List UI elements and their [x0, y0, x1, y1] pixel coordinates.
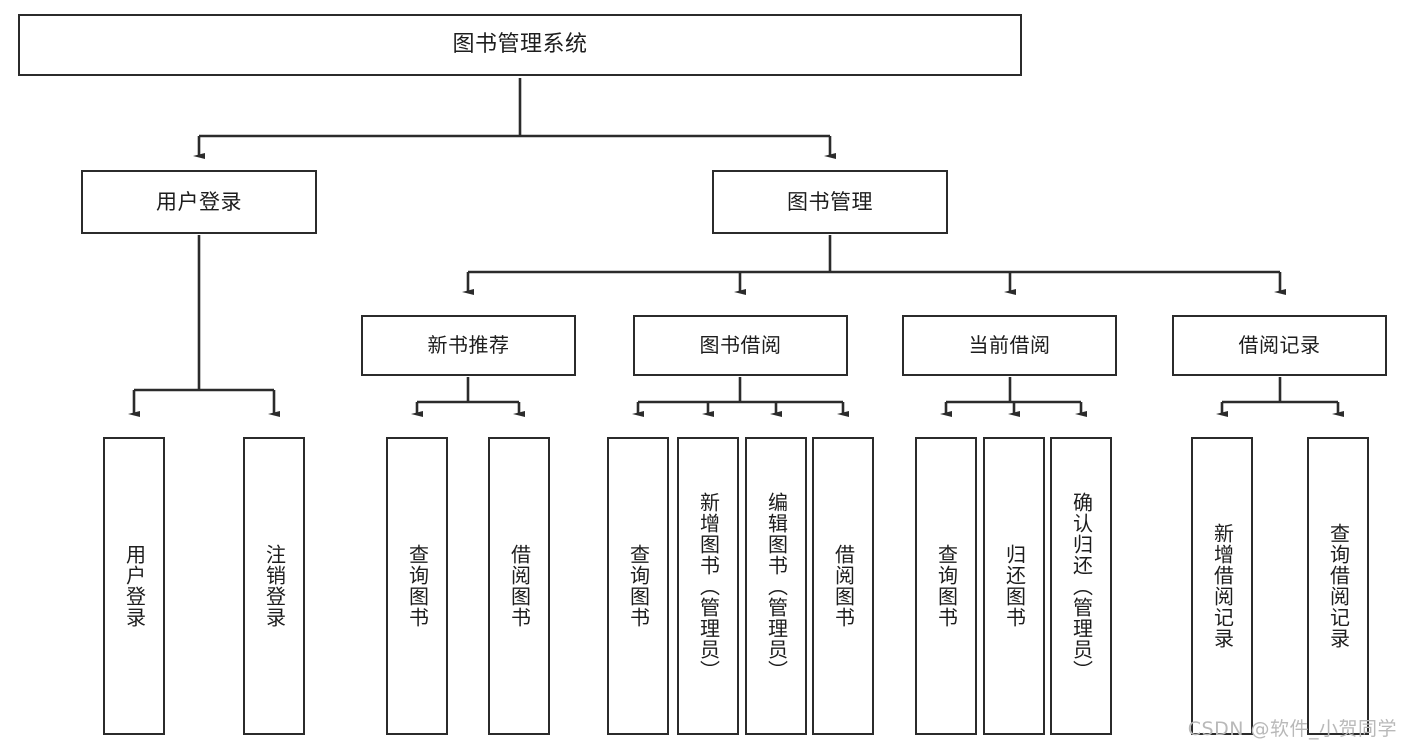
leaf-borrow-book-1-label: 借阅图书	[507, 544, 532, 628]
leaf-add-record-label: 新增借阅记录	[1210, 523, 1235, 649]
node-user-login-label: 用户登录	[156, 189, 242, 214]
leaf-logout-login[interactable]: 注销登录	[243, 437, 305, 735]
leaf-add-book-label: 新增图书（管理员）	[696, 491, 721, 681]
node-book-borrow-label: 图书借阅	[699, 332, 782, 357]
node-book-manage-label: 图书管理	[787, 189, 873, 214]
leaf-add-book[interactable]: 新增图书（管理员）	[677, 437, 739, 735]
leaf-borrow-book-1[interactable]: 借阅图书	[488, 437, 550, 735]
leaf-query-book-1[interactable]: 查询图书	[386, 437, 448, 735]
leaf-query-record[interactable]: 查询借阅记录	[1307, 437, 1369, 735]
leaf-logout-login-label: 注销登录	[262, 544, 287, 628]
leaf-query-book-2[interactable]: 查询图书	[607, 437, 669, 735]
leaf-user-login-label: 用户登录	[122, 544, 147, 628]
leaf-edit-book[interactable]: 编辑图书（管理员）	[745, 437, 807, 735]
node-borrow-record-label: 借阅记录	[1238, 332, 1321, 357]
leaf-query-book-3-label: 查询图书	[934, 544, 959, 628]
node-book-borrow[interactable]: 图书借阅	[633, 315, 848, 376]
node-book-manage[interactable]: 图书管理	[712, 170, 948, 234]
leaf-user-login[interactable]: 用户登录	[103, 437, 165, 735]
leaf-query-book-1-label: 查询图书	[405, 544, 430, 628]
leaf-query-book-2-label: 查询图书	[626, 544, 651, 628]
leaf-confirm-return-label: 确认归还（管理员）	[1069, 491, 1094, 681]
node-current-borrow-label: 当前借阅	[968, 332, 1051, 357]
leaf-return-book[interactable]: 归还图书	[983, 437, 1045, 735]
leaf-borrow-book-2[interactable]: 借阅图书	[812, 437, 874, 735]
node-root[interactable]: 图书管理系统	[18, 14, 1022, 76]
node-user-login[interactable]: 用户登录	[81, 170, 317, 234]
node-borrow-record[interactable]: 借阅记录	[1172, 315, 1387, 376]
leaf-return-book-label: 归还图书	[1002, 544, 1027, 628]
leaf-query-book-3[interactable]: 查询图书	[915, 437, 977, 735]
leaf-edit-book-label: 编辑图书（管理员）	[764, 491, 789, 681]
watermark-text: CSDN @软件_小贺同学	[1187, 718, 1397, 740]
node-current-borrow[interactable]: 当前借阅	[902, 315, 1117, 376]
node-new-book-recommend-label: 新书推荐	[427, 332, 510, 357]
leaf-query-record-label: 查询借阅记录	[1326, 523, 1351, 649]
node-new-book-recommend[interactable]: 新书推荐	[361, 315, 576, 376]
leaf-confirm-return[interactable]: 确认归还（管理员）	[1050, 437, 1112, 735]
node-root-label: 图书管理系统	[452, 32, 588, 58]
leaf-borrow-book-2-label: 借阅图书	[831, 544, 856, 628]
leaf-add-record[interactable]: 新增借阅记录	[1191, 437, 1253, 735]
